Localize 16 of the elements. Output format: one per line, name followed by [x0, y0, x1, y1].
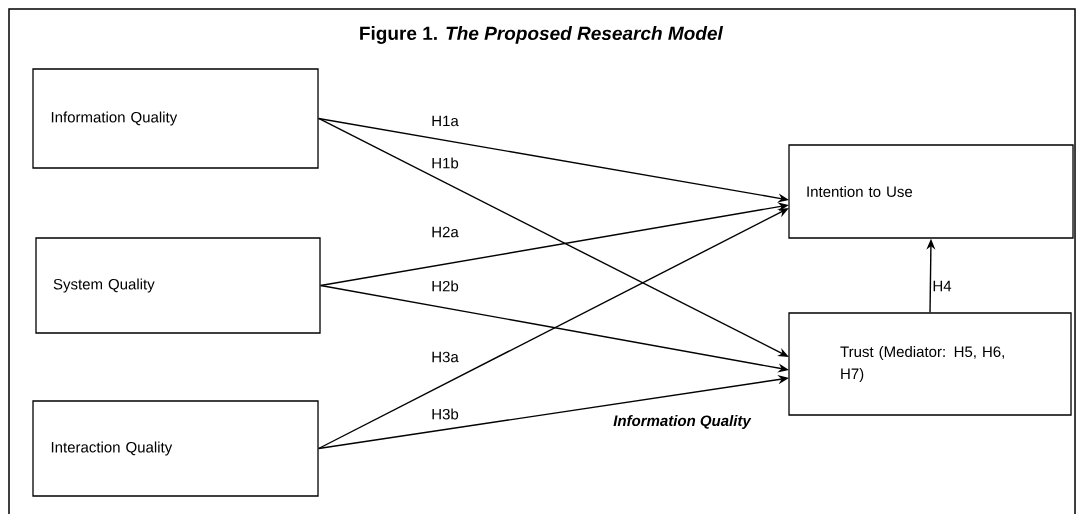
edge-label: H3a: [432, 351, 459, 363]
edge-label: H2b: [432, 280, 459, 292]
edge-label: H3b: [432, 408, 459, 420]
construct-box: System Quality: [35, 237, 321, 334]
edge-label: H2a: [432, 226, 459, 238]
construct-box: Intention to Use: [788, 144, 1074, 239]
edge-label: H4: [933, 280, 952, 292]
construct-box: Trust (Mediator: H5, H6, H7): [788, 312, 1072, 416]
note-label: Information Quality: [613, 415, 752, 429]
arrow: [317, 117, 789, 357]
construct-box: Information Quality: [32, 68, 319, 169]
edge-label: H1a: [432, 115, 459, 127]
arrow: [317, 208, 789, 450]
figure-title: Figure 1. The Proposed Research Model: [360, 26, 724, 44]
edge-label: H1b: [432, 157, 459, 169]
construct-box: Interaction Quality: [32, 400, 319, 497]
